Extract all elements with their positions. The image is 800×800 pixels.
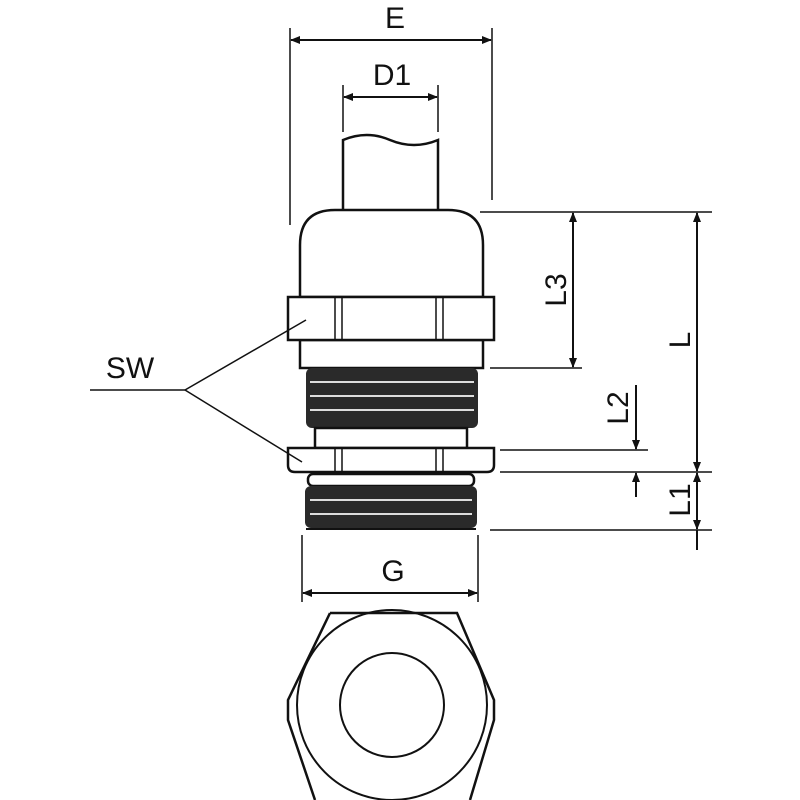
dimension-l1: L1 [664,472,701,550]
gland-body [286,208,496,530]
label-l2: L2 [602,391,635,424]
label-d1: D1 [373,59,411,92]
label-e: E [385,2,405,35]
upper-nut [286,295,496,342]
dimension-l3: L3 [540,212,577,368]
dimension-l: L [664,212,701,472]
neck [313,426,469,450]
extension-lines [480,211,712,531]
label-l1: L1 [664,483,697,516]
cap-collar [298,338,485,370]
label-l: L [664,332,697,349]
lower-thread [305,472,477,530]
upper-thread [306,368,478,428]
dimension-l2: L2 [602,385,640,497]
hex-top-view [286,609,496,800]
dome-cap [298,208,485,299]
label-sw: SW [106,352,155,385]
dimension-g: G [301,535,479,602]
lower-nut [286,446,496,474]
cable [341,133,440,212]
label-l3: L3 [540,273,573,306]
label-g: G [381,555,404,588]
dimension-sw: SW [90,319,307,463]
dimension-d1: D1 [342,59,439,132]
dimension-e: E [289,2,493,225]
